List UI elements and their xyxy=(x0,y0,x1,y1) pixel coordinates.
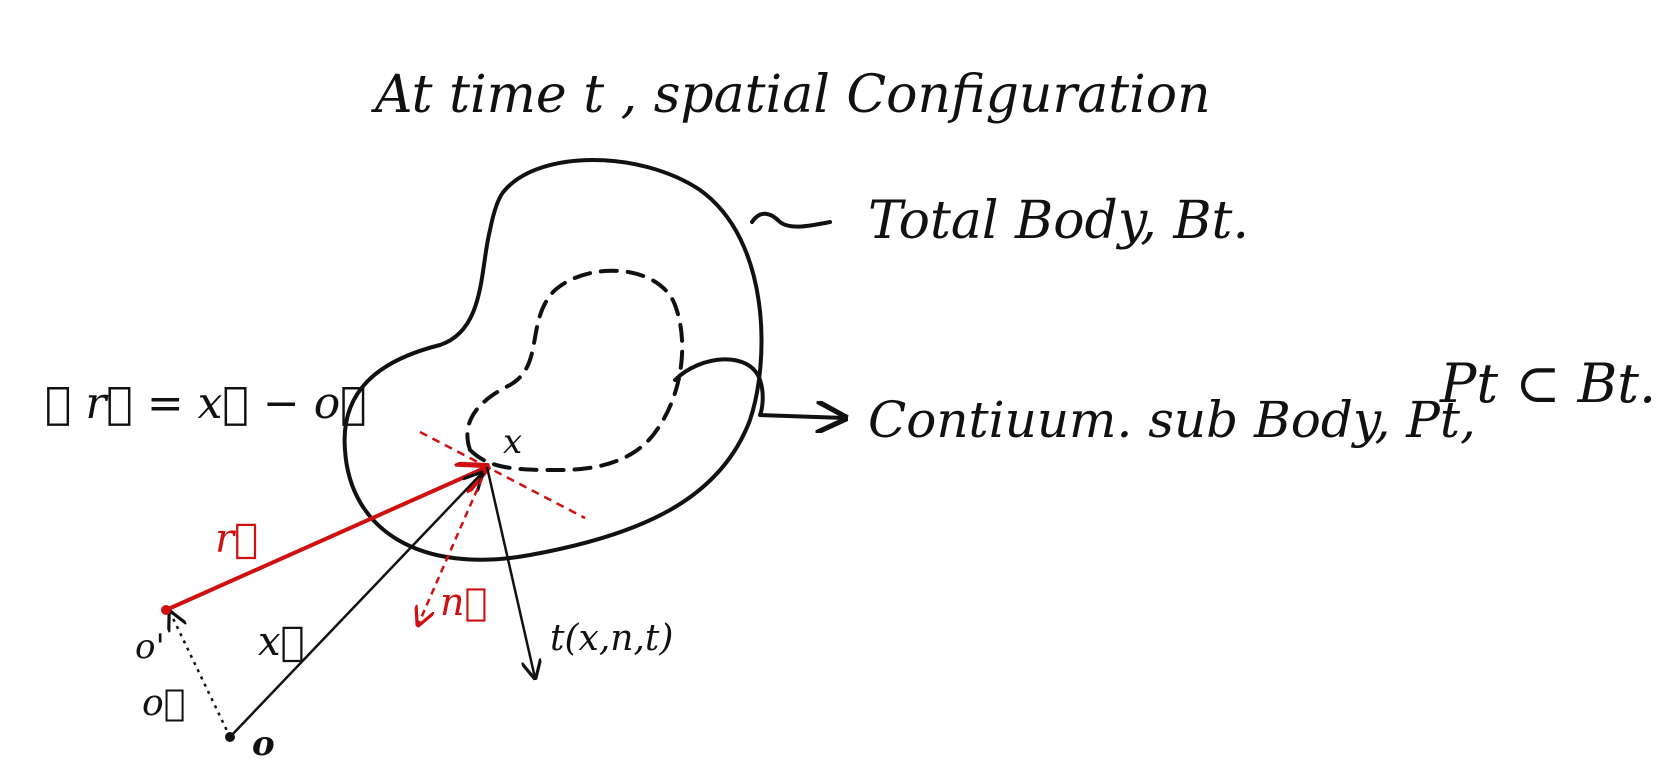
sub-body-outline xyxy=(465,268,685,473)
vector-x-arrow xyxy=(229,473,482,738)
point-x-label: x xyxy=(503,422,522,462)
vector-r-label: r⃗ xyxy=(215,516,258,562)
vector-x-label: x⃗ xyxy=(258,619,305,665)
tangent-plane-line xyxy=(419,430,586,520)
shifted-origin-point xyxy=(161,605,171,615)
subset-relation-label: Pt ⊂ Bt. xyxy=(1439,352,1656,415)
shifted-origin-label: o' xyxy=(135,627,165,667)
vector-o-label: o⃗ xyxy=(142,683,185,724)
traction-label: t(x,n,t) xyxy=(550,618,673,659)
total-body-outline xyxy=(342,158,764,562)
sub-body-leader-arrow xyxy=(759,415,845,418)
normal-n-label: n⃗ xyxy=(440,580,487,624)
title-text: At time t , spatial Configuration xyxy=(371,65,1211,125)
traction-arrow xyxy=(485,466,535,678)
relation-label: ∴ r⃗ = x⃗ − o⃗ xyxy=(45,378,367,429)
origin-point xyxy=(225,732,235,742)
vector-r-arrow xyxy=(165,467,487,612)
normal-n-arrow xyxy=(418,466,489,625)
total-body-leader xyxy=(750,211,832,229)
sub-body-label: Contiuum. sub Body, Pt, xyxy=(868,391,1476,449)
origin-label: o xyxy=(252,724,275,764)
total-body-label: Total Body, Bt. xyxy=(868,191,1249,251)
sub-body-hook xyxy=(673,357,765,417)
